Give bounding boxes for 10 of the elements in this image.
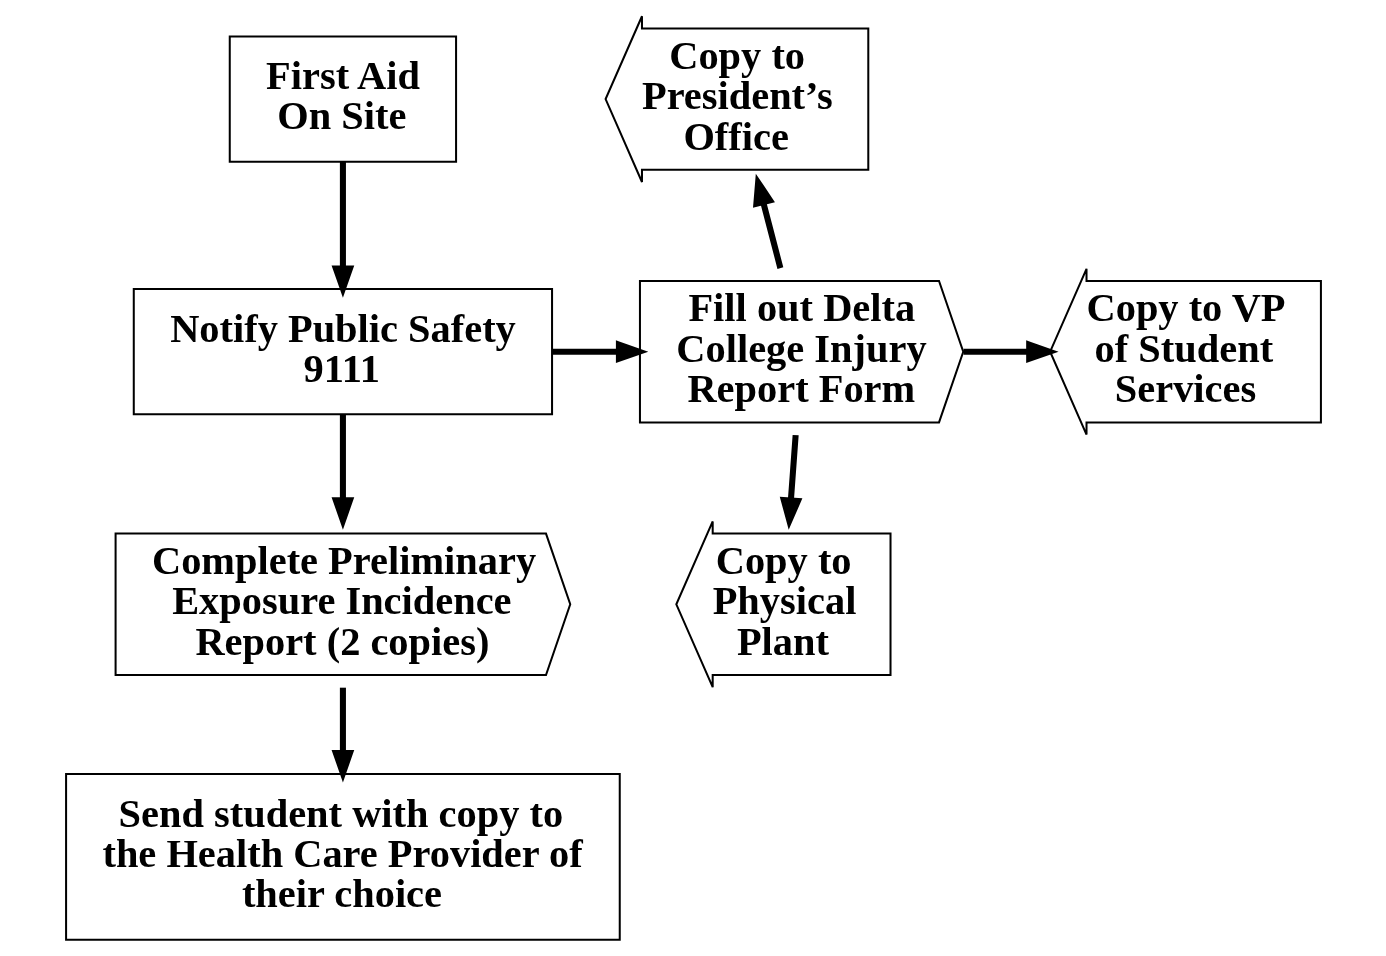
arrow xyxy=(331,414,354,530)
arrow xyxy=(552,340,648,364)
arrow xyxy=(331,161,354,298)
arrow xyxy=(331,687,354,783)
arrow xyxy=(963,340,1059,364)
node-box: First Aid On Site xyxy=(228,35,457,163)
arrow xyxy=(752,173,783,269)
arrow xyxy=(779,434,802,530)
node-box: Send student with copy to the Health Care Provider of their choice xyxy=(64,773,621,941)
node-box: Notify Public Safety 9111 xyxy=(132,288,553,416)
